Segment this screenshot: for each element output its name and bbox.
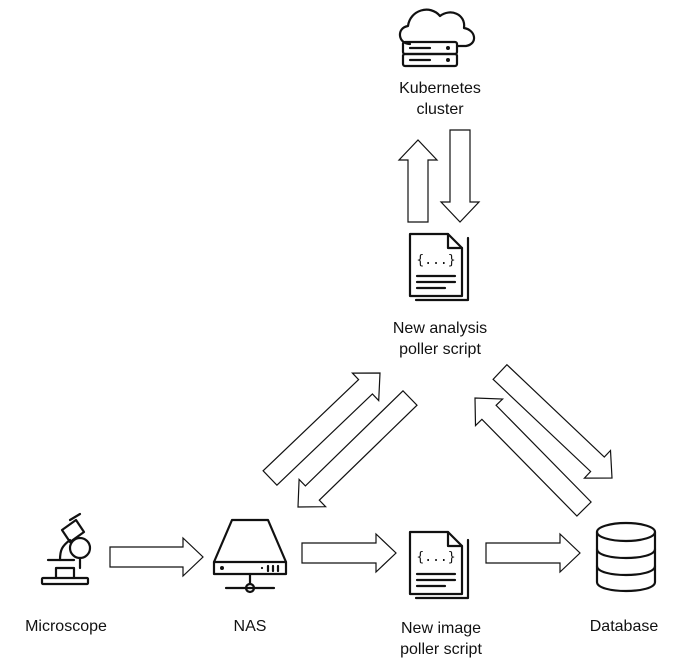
arrow-database-to-analysis-poller — [474, 397, 592, 517]
database-icon — [595, 521, 657, 593]
image-poller-document-icon: {...} — [408, 530, 470, 600]
cloud-server-icon — [398, 8, 476, 68]
microscope-label: Microscope — [10, 616, 122, 637]
arrow-nas-to-image-poller — [301, 532, 397, 574]
analysis-poller-label: New analysis poller script — [370, 318, 510, 360]
arrow-analysis-poller-to-database — [492, 363, 613, 479]
arrow-analysis-poller-to-nas — [297, 389, 418, 508]
database-label-text: Database — [589, 618, 659, 635]
microscope-label-text: Microscope — [25, 618, 107, 635]
image-poller-label-line2: poller script — [400, 641, 482, 658]
image-code-glyph: {...} — [416, 550, 455, 565]
arrow-kubernetes-to-analysis-poller — [439, 129, 481, 223]
arrow-microscope-to-nas — [109, 536, 204, 578]
kubernetes-label-line1: Kubernetes — [399, 80, 481, 97]
kubernetes-label-line2: cluster — [416, 101, 464, 118]
arrow-image-poller-to-database — [485, 532, 581, 574]
kubernetes-label: Kubernetes cluster — [380, 78, 500, 120]
nas-label-text: NAS — [233, 618, 267, 635]
analysis-poller-label-line1: New analysis — [392, 320, 488, 337]
nas-label: NAS — [220, 616, 280, 637]
analysis-poller-label-line2: poller script — [399, 341, 481, 358]
database-label: Database — [576, 616, 672, 637]
image-poller-label: New image poller script — [376, 618, 506, 660]
arrow-analysis-poller-to-kubernetes — [397, 139, 439, 223]
analysis-code-glyph: {...} — [416, 253, 455, 268]
arrow-nas-to-analysis-poller — [262, 372, 381, 487]
microscope-icon — [40, 512, 92, 586]
image-poller-label-line1: New image — [400, 620, 482, 637]
analysis-poller-document-icon: {...} — [408, 232, 470, 302]
nas-drive-icon — [212, 518, 288, 594]
